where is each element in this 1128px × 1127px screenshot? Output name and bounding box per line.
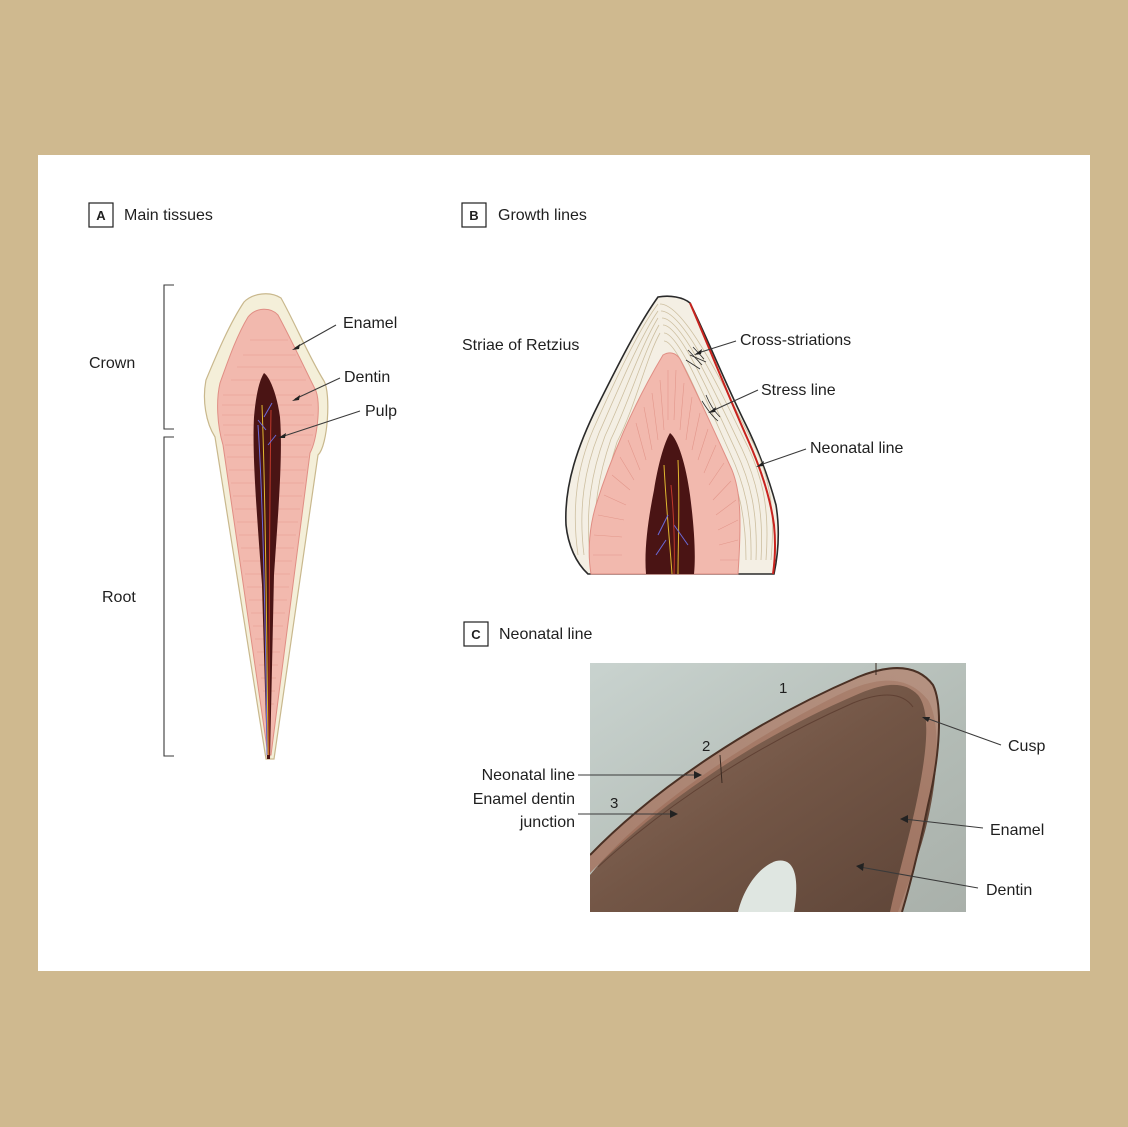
- micrograph-dentin: [590, 680, 937, 912]
- panel-c: C Neonatal line 1 2 3: [463, 621, 1045, 912]
- micrograph-neonatal-line: [597, 694, 914, 868]
- panel-b-header: B Growth lines: [461, 202, 587, 228]
- panel-b-tag: B: [469, 208, 478, 223]
- enamel-label-c: Enamel: [990, 822, 1044, 839]
- panel-c-leaders: [578, 717, 1002, 889]
- dentin-label-c: Dentin: [986, 882, 1032, 899]
- panel-a-header: A Main tissues: [88, 202, 213, 228]
- cusp-label: Cusp: [1008, 738, 1045, 755]
- tick-2: [719, 754, 723, 784]
- stress-line-label: Stress line: [761, 382, 836, 399]
- micrograph-enamel: [590, 667, 940, 912]
- panel-b-leaders: [694, 340, 807, 467]
- micrograph-number-3: 3: [610, 795, 618, 812]
- micrograph-pulp-horn: [738, 860, 797, 912]
- panel-c-title: Neonatal line: [499, 626, 593, 643]
- micrograph-number-1: 1: [779, 680, 787, 697]
- panel-a-title: Main tissues: [124, 207, 213, 224]
- dentin-tubules-b: [593, 369, 739, 561]
- dentin-label-a: Dentin: [344, 369, 390, 386]
- tooth-crown-growth-section: [565, 295, 779, 575]
- panel-a-leaders: [278, 324, 361, 438]
- panel-b: B Growth lines: [461, 202, 904, 575]
- figure-panel: A Main tissues Crown Root: [38, 155, 1090, 971]
- cross-striations-marks: [685, 346, 721, 422]
- neonatal-line-label-b: Neonatal line: [810, 440, 904, 457]
- pulp-b: [645, 433, 695, 574]
- neonatal-line-label-c: Neonatal line: [482, 767, 576, 784]
- micrograph-surface: [590, 667, 941, 912]
- pulp-label-a: Pulp: [365, 403, 397, 420]
- pulp-vessels-b: [655, 459, 689, 575]
- panel-c-tag-box: [463, 621, 489, 647]
- enamel-label-a: Enamel: [343, 315, 397, 332]
- panel-b-title: Growth lines: [498, 207, 587, 224]
- root-bracket: [163, 436, 174, 757]
- panel-c-header: C Neonatal line: [463, 621, 593, 647]
- ed-junction-label-line2: junction: [519, 814, 575, 831]
- tooth-figure: A Main tissues Crown Root: [88, 202, 1045, 912]
- micrograph-photo: [590, 663, 966, 912]
- micrograph-number-2: 2: [702, 738, 710, 755]
- striae-label: Striae of Retzius: [462, 337, 579, 354]
- root-label: Root: [102, 589, 136, 606]
- crown-label: Crown: [89, 355, 135, 372]
- panel-a-tag: A: [96, 208, 106, 223]
- neonatal-line-b: [689, 302, 777, 575]
- ed-junction-label-line1: Enamel dentin: [473, 791, 575, 808]
- tooth-longitudinal-section: [203, 293, 329, 760]
- pulp-vessels: [257, 402, 277, 756]
- cross-striations-label: Cross-striations: [740, 332, 851, 349]
- panel-a: A Main tissues Crown Root: [88, 202, 397, 760]
- crown-bracket: [163, 284, 174, 430]
- panel-c-tag: C: [471, 627, 481, 642]
- panel-a-tag-box: [88, 202, 114, 228]
- panel-b-tag-box: [461, 202, 487, 228]
